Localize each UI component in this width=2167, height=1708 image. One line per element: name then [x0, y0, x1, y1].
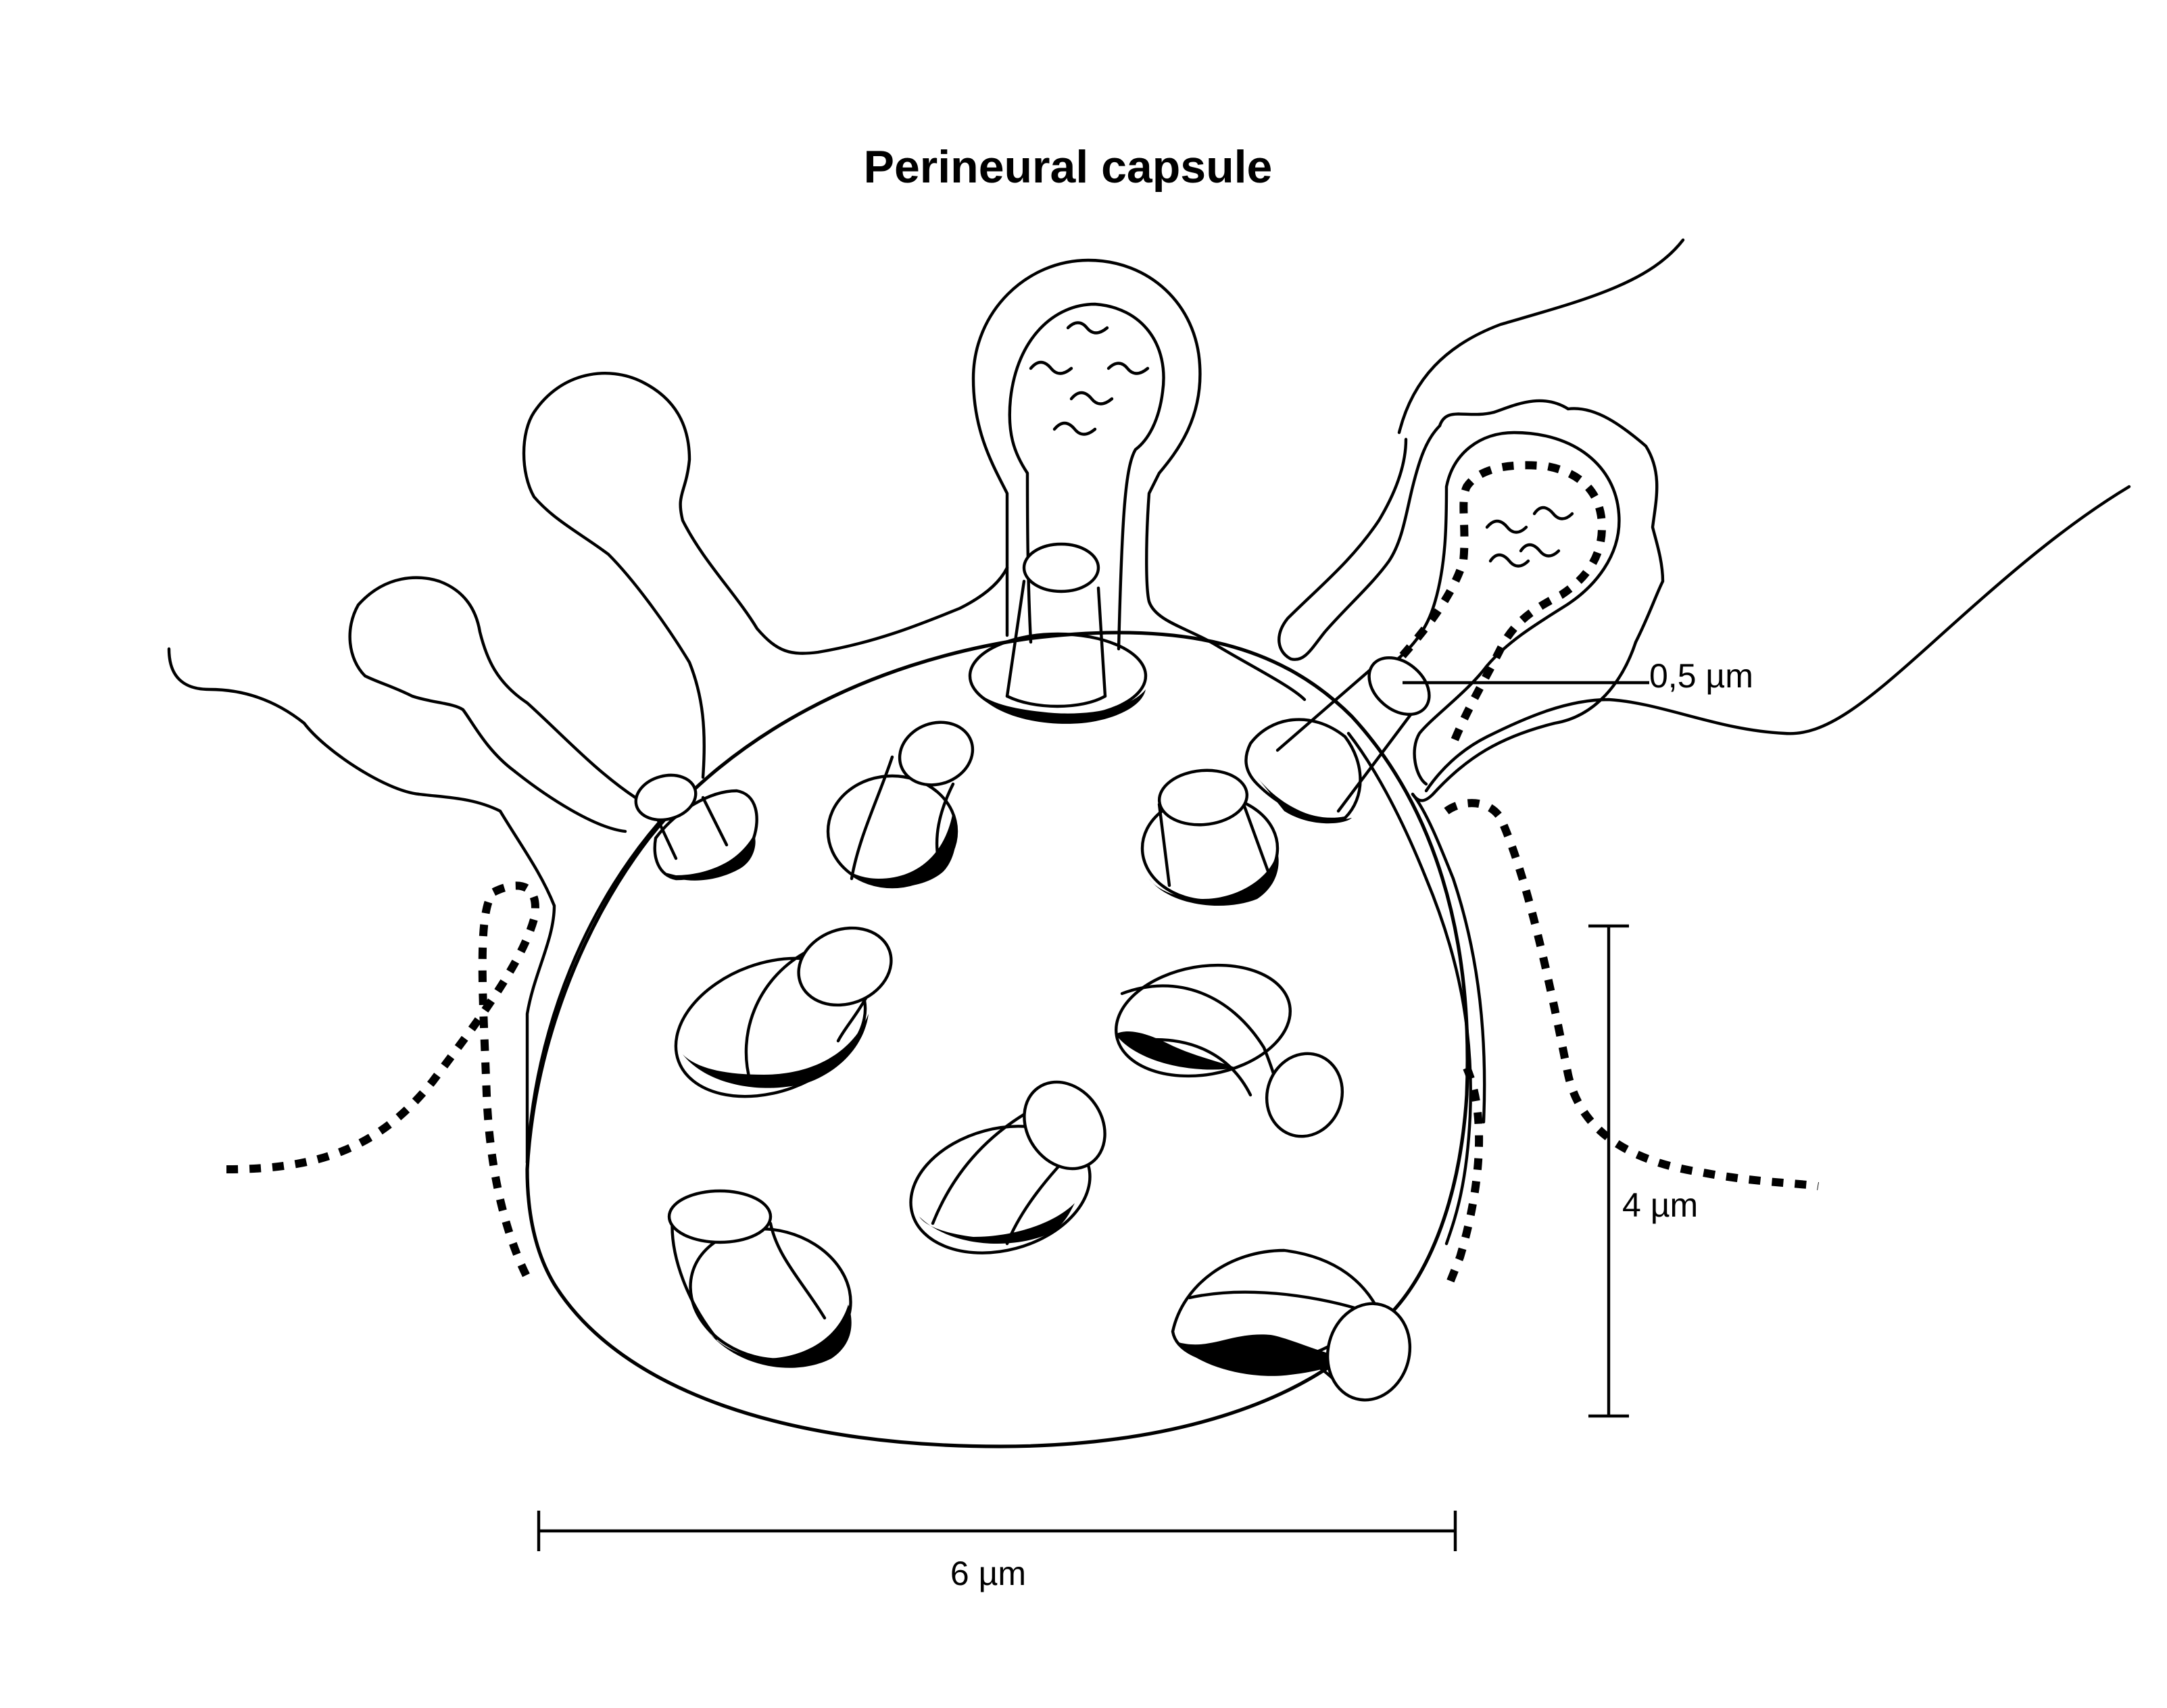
axon-upper-line-a: [1397, 238, 1685, 435]
pore-lower-right: [1171, 1248, 1412, 1402]
right-dotted-sheath: [1444, 799, 1819, 1190]
pore-middle-right: [1115, 963, 1344, 1138]
pore-center: [909, 1080, 1106, 1254]
right-inner-dotted: [1442, 1066, 1484, 1293]
pore-upper-left: [634, 773, 758, 881]
axon-upper-line-b: [1424, 485, 2131, 793]
left-dotted-sheath: [226, 881, 539, 1279]
pore-middle-left: [674, 926, 893, 1098]
pore-upper-right: [1244, 656, 1649, 824]
left-lobe-lower-outline: [348, 576, 637, 833]
right-outer-membrane-b: [1411, 792, 1486, 1124]
left-lobe-upper-outline: [522, 372, 1009, 779]
height-scale-bar: [1588, 924, 1629, 1418]
top-lobe: [971, 258, 1307, 702]
right-outer-membrane: [1346, 731, 1472, 1246]
right-lobe-squiggles: [1485, 506, 1574, 568]
pore-top-center: [968, 542, 1148, 724]
top-lobe-squiggles: [1029, 321, 1150, 436]
right-lobe-inner: [1387, 431, 1621, 786]
right-lobe-dotted-vesicle: [1399, 461, 1607, 746]
pore-upper-mid-right: [1140, 768, 1280, 906]
capsule-inner-left: [525, 809, 671, 1165]
height-label: 4 µm: [1622, 1186, 1698, 1224]
diagram-title: Perineural capsule: [864, 141, 1273, 193]
pore-width-label: 0,5 µm: [1649, 657, 1753, 695]
left-sheath: [167, 647, 556, 1279]
right-lobe: [1277, 399, 1665, 802]
left-lobe-lower: [348, 576, 637, 833]
right-sheath: [1346, 731, 1819, 1293]
width-scale-bar: [537, 1511, 1457, 1551]
pore-lower-left: [667, 1189, 852, 1368]
right-lobe-outer: [1277, 399, 1665, 802]
width-label: 6 µm: [950, 1555, 1026, 1592]
pore-upper-mid-left: [826, 721, 975, 889]
pores: [634, 542, 1649, 1402]
left-outer-membrane: [167, 647, 556, 1165]
top-lobe-outer: [971, 258, 1307, 702]
axon-upper: [1397, 238, 2131, 793]
capsule-body: [525, 631, 1469, 1448]
left-lobe-upper: [522, 372, 1009, 779]
top-lobe-inner: [1008, 302, 1165, 651]
